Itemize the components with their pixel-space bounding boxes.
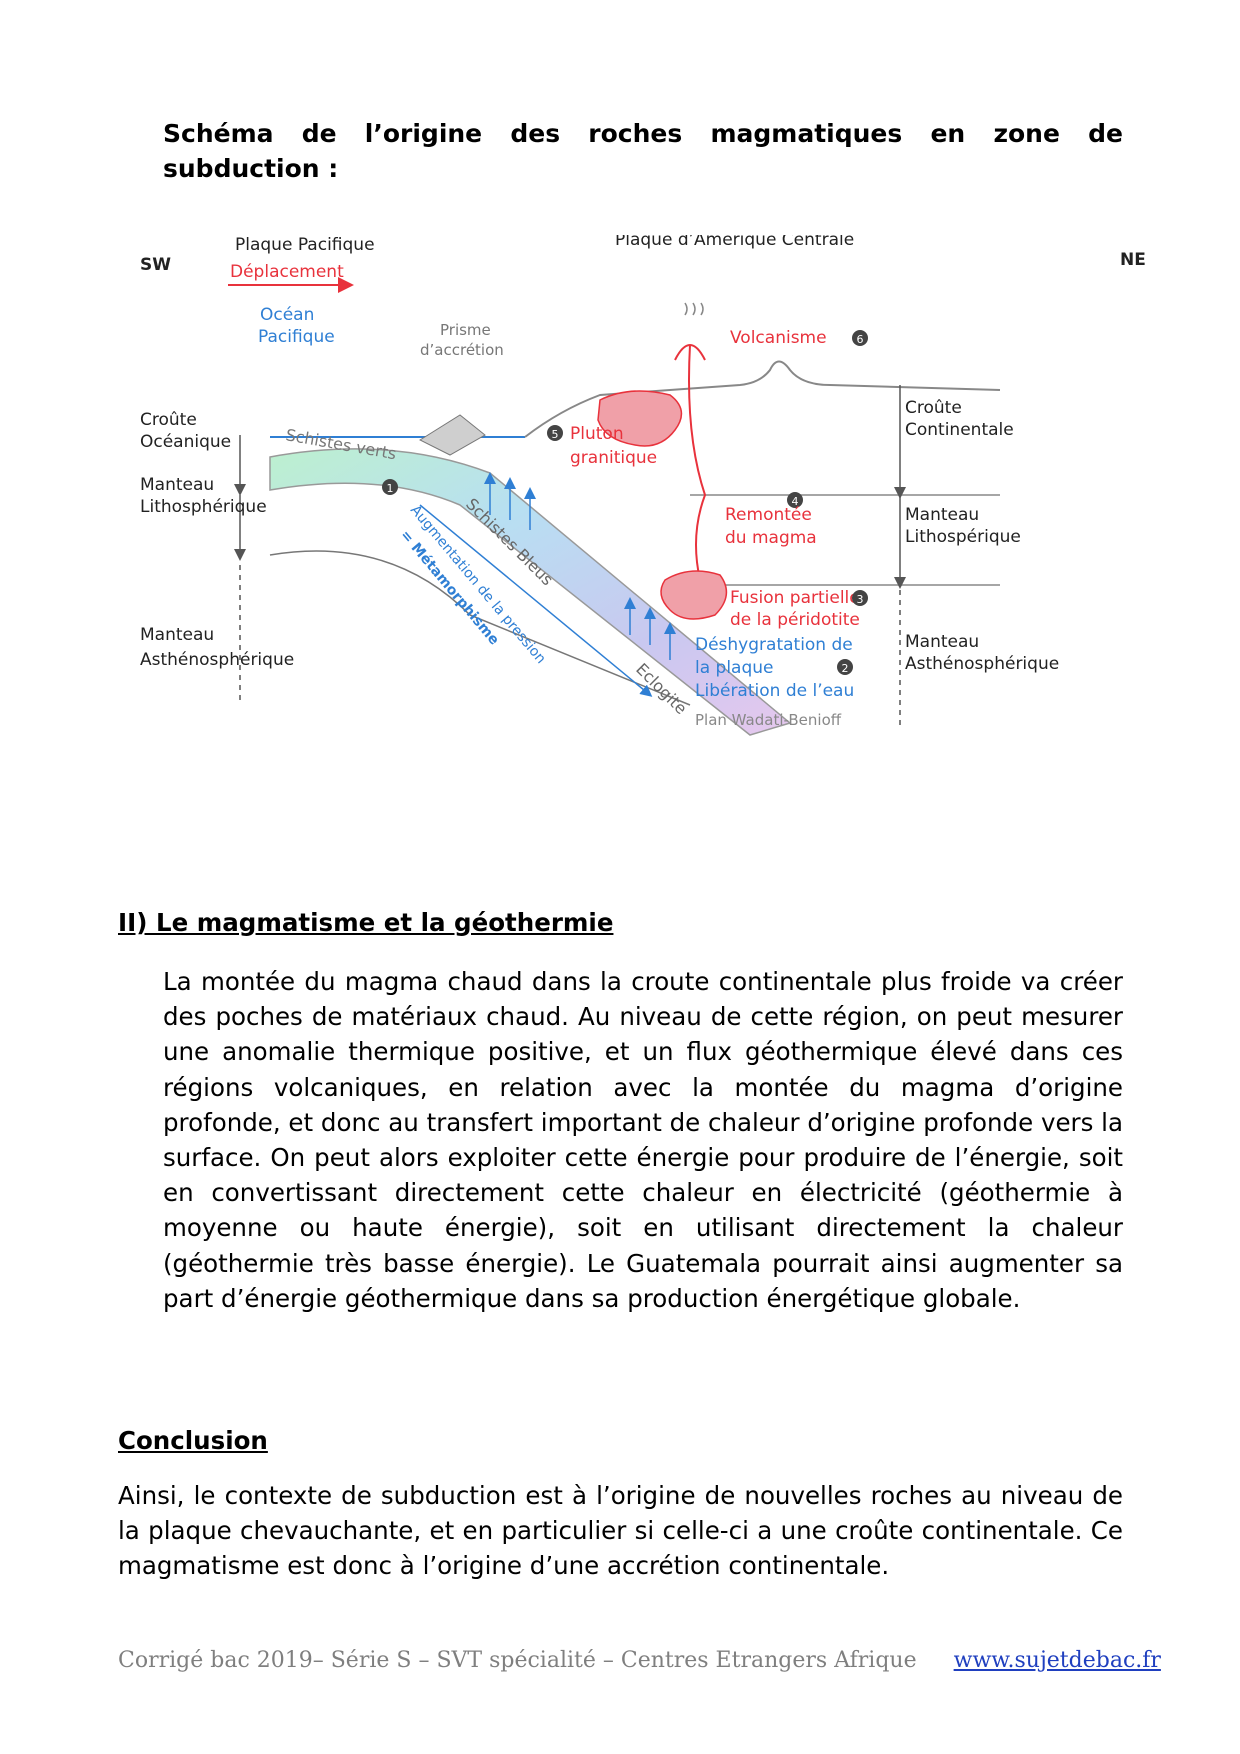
- croute-cont-1: Croûte: [905, 398, 962, 418]
- magma-chamber: [660, 570, 728, 620]
- number-5: 5: [552, 428, 559, 441]
- manteau-astheno-r2: Asthénosphérique: [905, 654, 1059, 674]
- remontee-label-2: du magma: [725, 528, 817, 548]
- continent-surface: [524, 360, 1001, 438]
- plan-label: Plan Wadati-Benioff: [695, 711, 842, 729]
- fusion-label-1: Fusion partielle: [730, 588, 860, 608]
- croute-oce-1: Croûte: [140, 410, 197, 430]
- section-body: La montée du magma chaud dans la croute …: [163, 967, 1123, 1313]
- remontee-label-1: Remontée: [725, 505, 812, 525]
- footer-link[interactable]: www.sujetdebac.fr: [953, 1648, 1161, 1673]
- ocean-label-1: Océan: [260, 305, 314, 325]
- croute-cont-2: Continentale: [905, 420, 1014, 440]
- footer-text: Corrigé bac 2019– Série S – SVT spéciali…: [118, 1648, 917, 1673]
- number-3: 3: [857, 593, 864, 606]
- pluton-label-2: granitique: [570, 448, 657, 468]
- conclusion-body: Ainsi, le contexte de subduction est à l…: [118, 1481, 1123, 1581]
- manteau-litho-1: Manteau: [140, 475, 214, 495]
- prisme-label-1: Prisme: [440, 321, 491, 339]
- subduction-diagram: SW NE Plaque Pacifique Déplacement Océan…: [130, 235, 1170, 825]
- number-6: 6: [857, 333, 864, 346]
- manteau-astheno-2: Asthénosphérique: [140, 650, 294, 670]
- manteau-litho-r1: Manteau: [905, 505, 979, 525]
- manteau-astheno-1: Manteau: [140, 625, 214, 645]
- pluton-label-1: Pluton: [570, 424, 624, 444]
- manteau-astheno-r1: Manteau: [905, 632, 979, 652]
- volcano-icon: [674, 344, 706, 361]
- manteau-litho-r2: Lithospérique: [905, 527, 1021, 547]
- manteau-litho-2: Lithosphérique: [140, 497, 267, 517]
- number-4: 4: [792, 495, 799, 508]
- ocean-label-2: Pacifique: [258, 327, 335, 347]
- ne-label: NE: [1120, 250, 1146, 270]
- deshy-label-2: la plaque: [695, 658, 774, 678]
- lithosphere-base-curve: [269, 550, 691, 706]
- conclusion-heading: Conclusion: [118, 1426, 268, 1455]
- schema-title: Schéma de l’origine des roches magmatiqu…: [163, 119, 1123, 183]
- pluton: [597, 390, 683, 447]
- section-heading: II) Le magmatisme et la géothermie: [118, 908, 614, 937]
- footer: Corrigé bac 2019– Série S – SVT spéciali…: [118, 1648, 1161, 1673]
- magma-path: [688, 344, 707, 581]
- fusion-label-2: de la péridotite: [730, 610, 860, 630]
- croute-oce-2: Océanique: [140, 432, 231, 452]
- number-1: 1: [387, 482, 394, 495]
- subducting-slab: [269, 448, 792, 736]
- deplacement-label: Déplacement: [230, 262, 344, 282]
- plaque-pacifique-label: Plaque Pacifique: [235, 235, 375, 255]
- number-2: 2: [842, 662, 849, 675]
- volcanisme-label: Volcanisme: [730, 328, 827, 348]
- plaque-amerique-label: Plaque d’Amerique Centrale: [615, 235, 854, 250]
- accretion-prism: [418, 414, 486, 456]
- deshy-label-1: Déshygratation de: [695, 635, 853, 655]
- deshy-label-3: Libération de l’eau: [695, 681, 854, 701]
- sw-label: SW: [140, 255, 171, 275]
- prisme-label-2: d’accrétion: [420, 341, 504, 359]
